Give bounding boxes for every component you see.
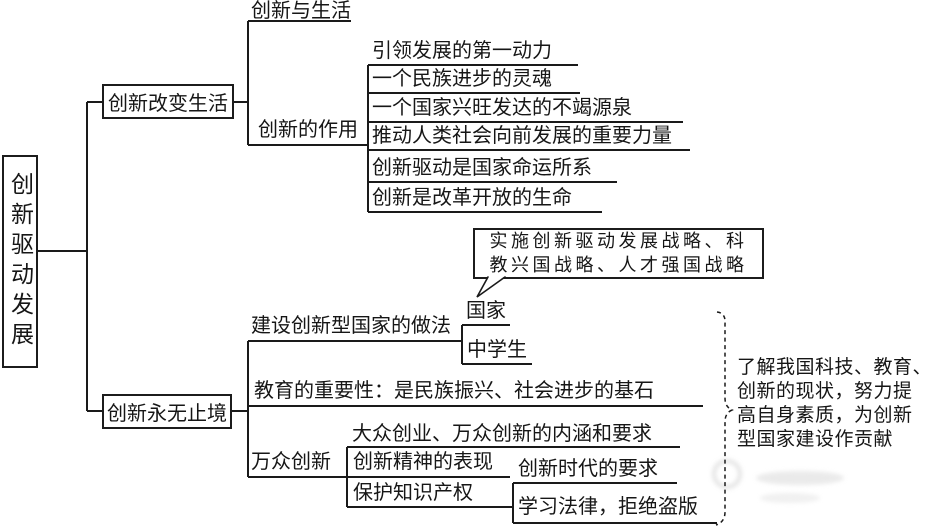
annotation-line-1: 了解我国科技、教育、 xyxy=(737,357,930,378)
leaf-nation: 国家 xyxy=(466,300,506,322)
node-innovation-changes-life: 创新改变生活 xyxy=(102,84,234,119)
leaf-innovative-spirit: 创新精神的表现 xyxy=(353,451,493,473)
leaf-role-item-3: 一个国家兴旺发达的不竭源泉 xyxy=(372,97,632,119)
leaf-demand-of-innovation-era: 创新时代的要求 xyxy=(518,458,658,480)
dashed-brace xyxy=(715,311,734,526)
leaf-role-item-5: 创新驱动是国家命运所系 xyxy=(372,157,592,179)
label-building-innovative-country: 建设创新型国家的做法 xyxy=(251,315,451,337)
root-node-label: 创新驱动发展 xyxy=(7,171,33,352)
callout-national-strategies: 实施创新驱动发展战略、科 教兴国战略、人才强国战略 xyxy=(473,228,764,279)
annotation-line-3: 高自身素质，为创新 xyxy=(737,405,913,426)
leaf-role-item-6: 创新是改革开放的生命 xyxy=(372,187,572,209)
label-protect-ip: 保护知识产权 xyxy=(353,482,473,504)
root-connectors xyxy=(38,101,102,412)
watermark-smudge xyxy=(712,459,844,503)
callout-tail xyxy=(476,276,506,298)
annotation-text: 了解我国科技、教育、 创新的现状，努力提 高自身素质，为创新 型国家建设作贡献 xyxy=(737,356,930,452)
annotation-line-4: 型国家建设作贡献 xyxy=(737,429,894,450)
node-innovation-never-ends-label: 创新永无止境 xyxy=(107,403,227,425)
node-innovation-changes-life-label: 创新改变生活 xyxy=(108,93,228,115)
label-mass-innovation: 万众创新 xyxy=(251,451,331,473)
leaf-learn-law-reject-piracy: 学习法律，拒绝盗版 xyxy=(518,496,698,518)
leaf-innovation-and-life: 创新与生活 xyxy=(251,0,351,22)
leaf-importance-of-education: 教育的重要性：是民族振兴、社会进步的基石 xyxy=(254,380,654,402)
callout-line-1: 实施创新驱动发展战略、科 xyxy=(489,231,748,252)
label-role-of-innovation: 创新的作用 xyxy=(258,119,358,141)
leaf-role-item-2: 一个民族进步的灵魂 xyxy=(372,68,552,90)
leaf-middle-school-student: 中学生 xyxy=(467,339,527,361)
root-node: 创新驱动发展 xyxy=(2,155,38,368)
node-innovation-never-ends: 创新永无止境 xyxy=(102,394,232,429)
leaf-role-item-4: 推动人类社会向前发展的重要力量 xyxy=(372,125,672,147)
leaf-role-item-1: 引领发展的第一动力 xyxy=(372,40,552,62)
annotation-line-2: 创新的现状，努力提 xyxy=(737,381,913,402)
callout-line-2: 教兴国战略、人才强国战略 xyxy=(489,254,748,275)
leaf-mass-entrepreneurship: 大众创业、万众创新的内涵和要求 xyxy=(352,423,652,445)
